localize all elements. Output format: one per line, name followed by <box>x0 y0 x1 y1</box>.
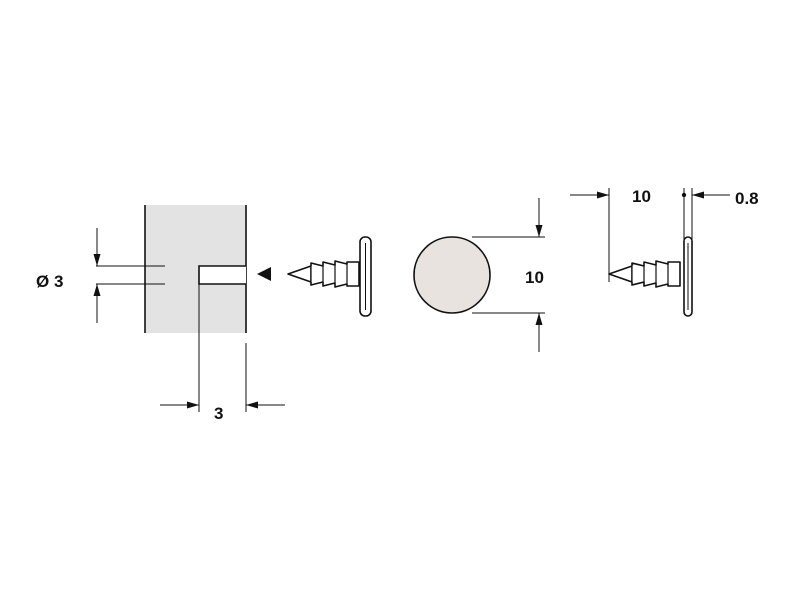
screw-length-dimension <box>570 188 610 282</box>
drilled-hole <box>198 265 246 285</box>
head-thickness-dimension <box>681 188 730 240</box>
panel-section <box>144 205 247 333</box>
screw-length-label: 10 <box>632 187 651 206</box>
head-diameter-label: 10 <box>525 268 544 287</box>
head-thickness-label: 0.8 <box>735 189 759 208</box>
screw-dimensioned-view <box>608 236 693 317</box>
insertion-arrow-icon <box>257 267 271 281</box>
hole-depth-label: 3 <box>214 404 223 423</box>
screw-head-front-view <box>413 236 491 314</box>
screw-side-view <box>287 236 372 317</box>
hole-diameter-label: Ø 3 <box>36 272 63 291</box>
hole-depth-dimension <box>160 284 285 412</box>
head-diameter-dimension <box>472 198 545 352</box>
hole-diameter-dimension <box>93 228 165 323</box>
